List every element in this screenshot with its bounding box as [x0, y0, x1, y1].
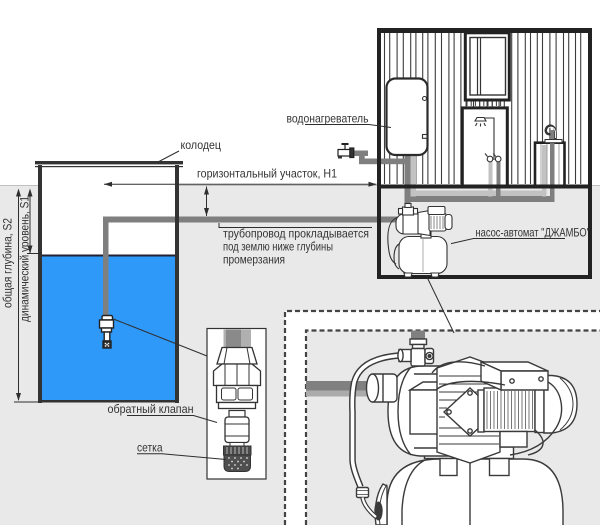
svg-text:обратный клапан: обратный клапан [108, 402, 194, 416]
svg-text:трубопровод прокладывается: трубопровод прокладывается [223, 227, 369, 241]
svg-text:общая глубина, S2: общая глубина, S2 [1, 218, 15, 308]
svg-text:под землю ниже глубины: под землю ниже глубины [223, 240, 333, 254]
svg-text:промерзания: промерзания [223, 253, 285, 267]
svg-text:сетка: сетка [137, 441, 163, 455]
svg-text:колодец: колодец [181, 138, 222, 152]
svg-text:водонагреватель: водонагреватель [287, 112, 369, 126]
svg-text:насос-автомат "ДЖАМБО": насос-автомат "ДЖАМБО" [476, 226, 591, 240]
svg-text:горизонтальный участок, Н1: горизонтальный участок, Н1 [197, 167, 337, 181]
svg-text:динамический уровень, S1: динамический уровень, S1 [18, 196, 32, 322]
